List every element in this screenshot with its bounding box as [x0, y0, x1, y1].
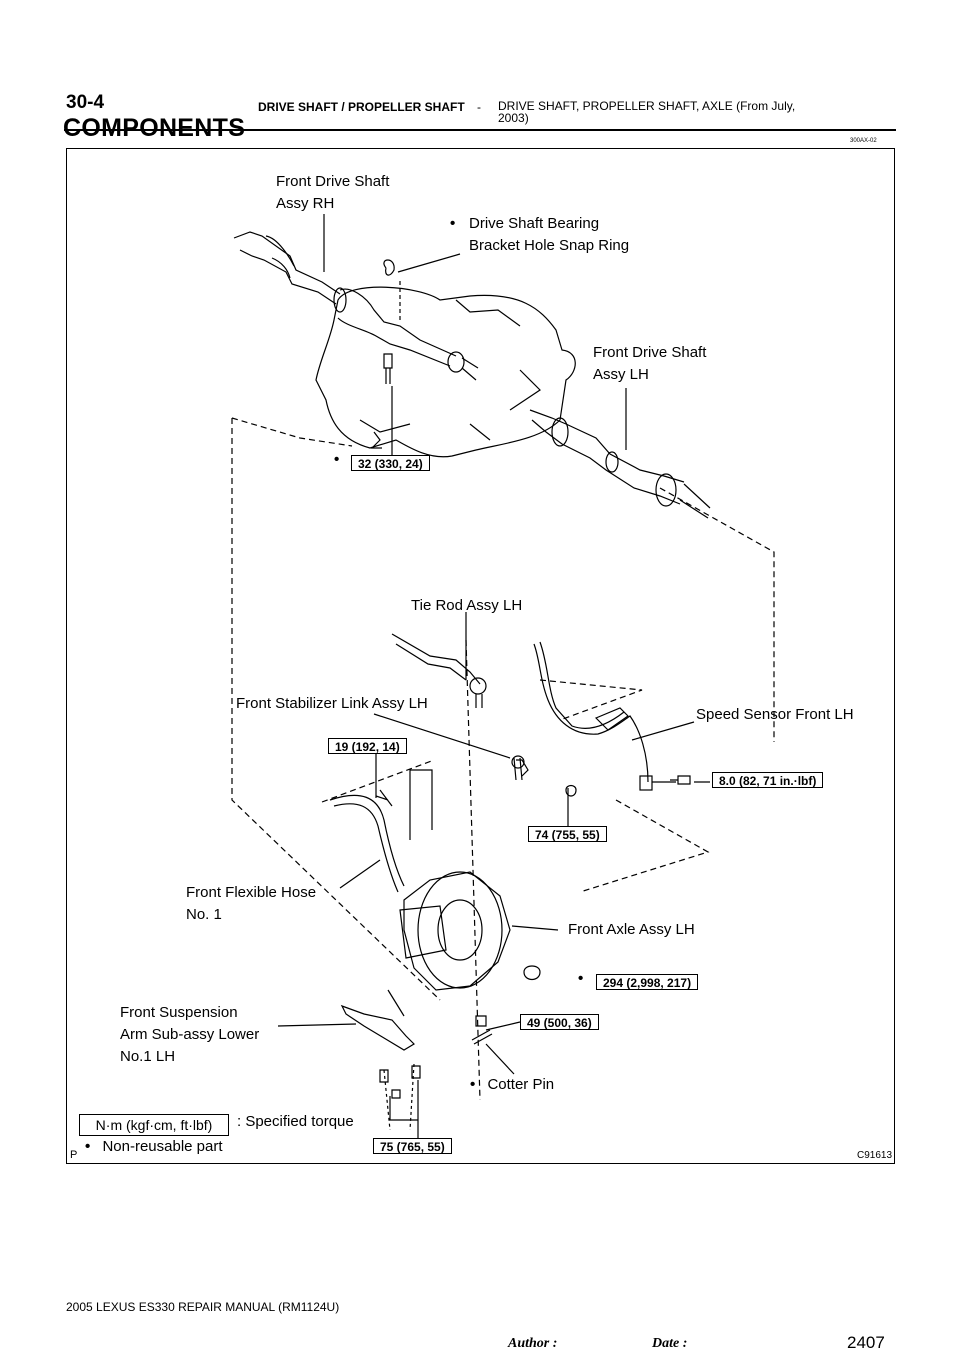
label-line: Bracket Hole Snap Ring [469, 237, 630, 254]
torque-value-19: 19 (192, 14) [328, 738, 407, 754]
torque-value-294: 294 (2,998, 217) [596, 974, 699, 990]
label-speed-sensor: Speed Sensor Front LH [696, 706, 854, 723]
torque-value-32: 32 (330, 24) [351, 455, 430, 471]
torque-value-75: 75 (765, 55) [373, 1138, 452, 1154]
non-reusable-bullet: • [578, 970, 584, 987]
label-front-drive-shaft-lh: Front Drive Shaft Assy LH [593, 342, 706, 386]
legend-text: Non-reusable part [102, 1138, 223, 1155]
label-front-axle: Front Axle Assy LH [568, 921, 695, 938]
label-stabilizer-link: Front Stabilizer Link Assy LH [236, 695, 428, 712]
legend-non-reusable: • Non-reusable part [85, 1136, 223, 1158]
label-tie-rod: Tie Rod Assy LH [411, 597, 523, 614]
label-line: Front Drive Shaft [593, 344, 707, 361]
non-reusable-bullet: • [334, 451, 340, 468]
non-reusable-bullet: • [450, 215, 456, 232]
label-line: Arm Sub-assy Lower [120, 1026, 260, 1043]
page-total: 2407 [847, 1333, 885, 1352]
non-reusable-bullet: • [470, 1076, 476, 1093]
non-reusable-bullet: • [85, 1138, 91, 1155]
label-line: Front Flexible Hose [186, 884, 317, 901]
torque-value-74: 74 (755, 55) [528, 826, 607, 842]
label-line: No.1 LH [120, 1048, 176, 1065]
page-title: COMPONENTS [63, 114, 246, 142]
label-line: No. 1 [186, 906, 222, 923]
section-separator: - [477, 100, 481, 114]
section-title-right: DRIVE SHAFT, PROPELLER SHAFT, AXLE (From… [498, 99, 796, 125]
figure-id: C91613 [857, 1150, 893, 1161]
legend-specified-torque: : Specified torque [237, 1113, 354, 1130]
figure-frame [66, 148, 895, 1164]
date-label: Date : [652, 1336, 688, 1351]
label-line: Drive Shaft Bearing [469, 215, 600, 232]
label-front-drive-shaft-rh: Front Drive Shaft Assy RH [276, 171, 389, 215]
label-snap-ring: • Drive Shaft Bearing Bracket Hole Snap … [450, 213, 629, 257]
section-title-left: DRIVE SHAFT / PROPELLER SHAFT [258, 100, 465, 114]
label-text: Cotter Pin [487, 1076, 555, 1093]
label-line: Front Drive Shaft [276, 173, 390, 190]
torque-unit-legend: N·m (kgf·cm, ft·lbf) [79, 1114, 229, 1136]
figure-corner-mark: P [70, 1149, 78, 1161]
torque-value-49: 49 (500, 36) [520, 1014, 599, 1030]
document-code: 300AX-02 [850, 138, 877, 144]
header-rule [64, 129, 896, 131]
manual-footer: 2005 LEXUS ES330 REPAIR MANUAL (RM1124U) [66, 1300, 340, 1314]
label-suspension-arm: Front Suspension Arm Sub-assy Lower No.1… [120, 1002, 259, 1068]
page-number: 30-4 [66, 92, 105, 113]
label-cotter-pin: • Cotter Pin [470, 1074, 554, 1096]
label-flexible-hose: Front Flexible Hose No. 1 [186, 882, 316, 926]
label-line: Assy LH [593, 366, 649, 383]
torque-value-8: 8.0 (82, 71 in.·lbf) [712, 772, 824, 788]
author-label: Author : [508, 1336, 558, 1351]
label-line: Assy RH [276, 195, 335, 212]
label-line: Front Suspension [120, 1004, 238, 1021]
